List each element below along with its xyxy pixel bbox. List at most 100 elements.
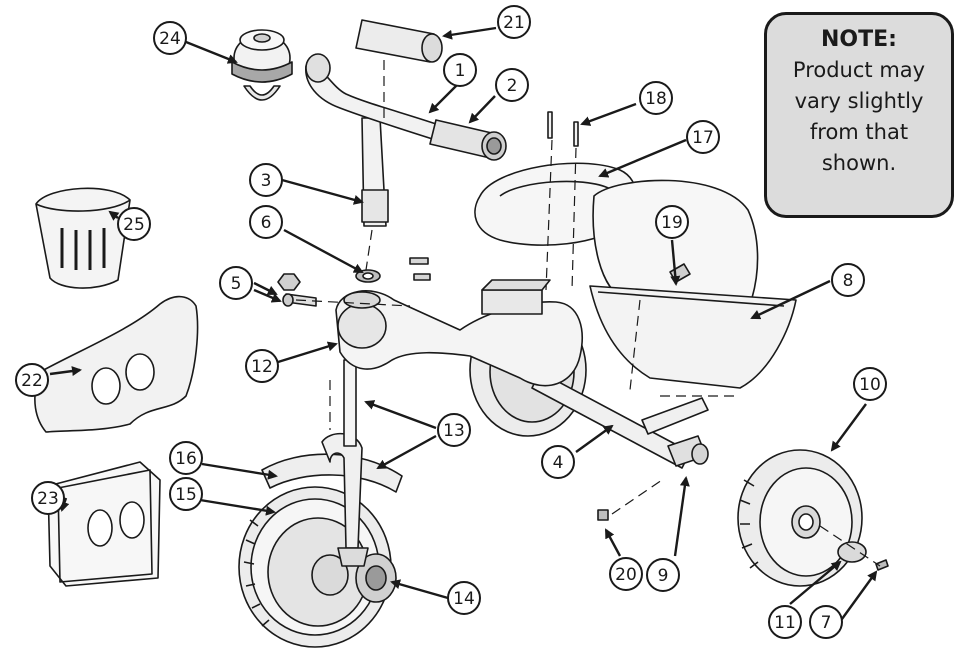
- axle-end-cap: [667, 435, 709, 467]
- callout-circle: [153, 21, 187, 55]
- handlebar-stem: [361, 117, 389, 227]
- callout-12: 12: [245, 349, 279, 383]
- note-line: from that: [809, 120, 909, 144]
- callout-1: 1: [443, 53, 477, 87]
- callout-circle: [31, 481, 65, 515]
- seat-screws: [547, 111, 579, 147]
- callout-number: 21: [503, 13, 525, 33]
- rear-screw: [597, 509, 609, 521]
- callout-number: 16: [175, 449, 197, 469]
- callout-circle: [169, 477, 203, 511]
- callout-number: 2: [507, 76, 518, 96]
- callout-circle: [495, 68, 529, 102]
- callout-circle: [219, 266, 253, 300]
- callout-number: 17: [692, 128, 714, 148]
- callout-18: 18: [639, 81, 673, 115]
- callout-circle: [249, 163, 283, 197]
- front-basket: [35, 187, 131, 289]
- callout-number: 5: [231, 274, 242, 294]
- callout-number: 22: [21, 371, 43, 391]
- callout-14: 14: [447, 581, 481, 615]
- callout-number: 23: [37, 489, 59, 509]
- callout-circle: [655, 205, 689, 239]
- callout-circle: [15, 363, 49, 397]
- callout-number: 13: [443, 421, 465, 441]
- callout-circle: [443, 53, 477, 87]
- rear-wheel: [737, 449, 863, 587]
- callout-number: 9: [658, 566, 669, 586]
- callout-20: 20: [609, 557, 643, 591]
- callout-25: 25: [117, 207, 151, 241]
- callout-circle: [853, 367, 887, 401]
- callout-16: 16: [169, 441, 203, 475]
- callout-circle: [245, 349, 279, 383]
- callout-number: 25: [123, 215, 145, 235]
- callout-number: 4: [553, 453, 564, 473]
- callout-4: 4: [541, 445, 575, 479]
- callout-circle: [249, 205, 283, 239]
- callout-6: 6: [249, 205, 283, 239]
- callout-circle: [809, 605, 843, 639]
- callout-circle: [639, 81, 673, 115]
- callout-number: 18: [645, 89, 667, 109]
- callout-19: 19: [655, 205, 689, 239]
- callout-13: 13: [437, 413, 471, 447]
- callout-5: 5: [219, 266, 253, 300]
- callout-21: 21: [497, 5, 531, 39]
- note-box: NOTE: Product may vary slightly from tha…: [764, 12, 954, 218]
- callout-number: 10: [859, 375, 881, 395]
- callout-circle: [169, 441, 203, 475]
- callout-number: 15: [175, 485, 197, 505]
- callout-number: 14: [453, 589, 475, 609]
- callout-23: 23: [31, 481, 65, 515]
- callout-8: 8: [831, 263, 865, 297]
- callout-circle: [437, 413, 471, 447]
- hub-washer: [837, 541, 867, 563]
- alignment-lines: [295, 60, 881, 567]
- right-grip: [429, 119, 507, 161]
- callout-number: 12: [251, 357, 273, 377]
- note-line: Product may: [792, 58, 926, 82]
- callout-circle: [497, 5, 531, 39]
- callout-3: 3: [249, 163, 283, 197]
- callout-24: 24: [153, 21, 187, 55]
- callout-9: 9: [646, 558, 680, 592]
- stencil-plate: [47, 461, 161, 587]
- callout-circle: [609, 557, 643, 591]
- callout-2: 2: [495, 68, 529, 102]
- frame: [335, 279, 583, 387]
- callout-circle: [686, 120, 720, 154]
- callout-number: 11: [774, 613, 796, 633]
- front-fender: [261, 453, 403, 493]
- callout-22: 22: [15, 363, 49, 397]
- callout-number: 6: [261, 213, 272, 233]
- callout-11: 11: [768, 605, 802, 639]
- axle-cap-screw: [875, 559, 889, 571]
- callout-number: 3: [261, 171, 272, 191]
- callout-circle: [646, 558, 680, 592]
- callout-17: 17: [686, 120, 720, 154]
- note-line: vary slightly: [794, 89, 924, 113]
- front-hub-cap: [311, 553, 397, 603]
- washer: [355, 269, 381, 283]
- callout-number: 1: [455, 61, 466, 81]
- callout-10: 10: [853, 367, 887, 401]
- note-title: NOTE:: [821, 27, 897, 52]
- callout-number: 7: [821, 613, 832, 633]
- bell: [231, 29, 293, 101]
- callout-circle: [117, 207, 151, 241]
- callout-circle: [541, 445, 575, 479]
- note-line: shown.: [821, 151, 897, 175]
- callout-circle: [447, 581, 481, 615]
- callout-number: 20: [615, 565, 637, 585]
- stem-nut-bolt: [277, 257, 431, 307]
- left-grip: [355, 19, 443, 63]
- callout-number: 19: [661, 213, 683, 233]
- callout-numbers: 1234567891011121314151617181920212223242…: [15, 5, 887, 639]
- rear-basket: [589, 179, 797, 389]
- wing-plate: [34, 295, 199, 433]
- callout-circle: [831, 263, 865, 297]
- callout-number: 8: [843, 271, 854, 291]
- callout-circle: [768, 605, 802, 639]
